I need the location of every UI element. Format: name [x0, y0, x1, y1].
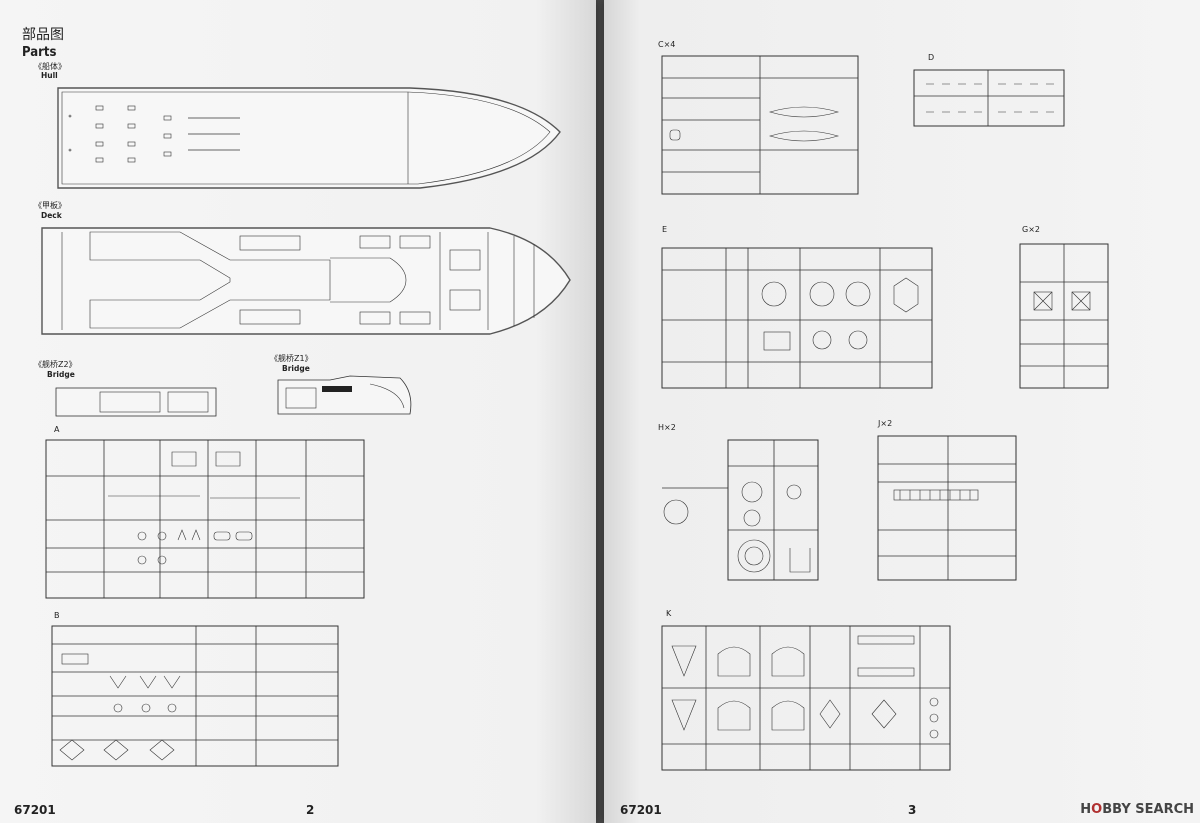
sprue-j-frame [877, 435, 1017, 581]
sprue-d-label: D [928, 53, 935, 62]
sprue-a-label: A [54, 425, 60, 434]
right-page: C×4 D E G×2 [604, 0, 1200, 823]
bridge-drawing [55, 375, 412, 417]
left-page-number: 2 [306, 803, 315, 817]
hobby-search-watermark: HOBBY SEARCH [1080, 802, 1194, 817]
watermark-lead: H [1080, 802, 1092, 817]
right-page-number: 3 [908, 803, 917, 817]
sprue-g-frame [1019, 243, 1109, 389]
deck-label-en: Deck [41, 211, 62, 220]
sprue-h-frame [662, 439, 819, 581]
sprue-a-frame [45, 439, 365, 599]
sprue-h-label: H×2 [658, 423, 676, 432]
sprue-g-label: G×2 [1022, 225, 1040, 234]
left-footer-code: 67201 [14, 803, 56, 817]
bridge-z1-label-en: Bridge [282, 364, 310, 373]
hull-label-en: Hull [41, 71, 58, 80]
deck-label-cn: 《甲板》 [34, 201, 66, 210]
watermark-tail: BBY SEARCH [1102, 802, 1194, 817]
sprue-k-label: K [666, 609, 672, 618]
parts-title-cn: 部品图 [22, 27, 64, 43]
watermark-mark: O [1091, 802, 1103, 817]
deck-drawing [41, 227, 571, 335]
sprue-c-frame [661, 55, 859, 195]
sprue-c-label: C×4 [658, 40, 676, 49]
bridge-z2-label-en: Bridge [47, 370, 75, 379]
bridge-z1-label-cn: 《舰桥Z1》 [270, 354, 313, 363]
parts-title-en: Parts [22, 45, 57, 60]
sprue-k-frame [661, 625, 951, 771]
bridge-z2-label-cn: 《舰桥Z2》 [34, 360, 77, 369]
sprue-b-frame [51, 625, 339, 767]
sprue-d-frame [913, 69, 1065, 127]
sprue-j-label: J×2 [878, 419, 893, 428]
sprue-b-label: B [54, 611, 60, 620]
hull-drawing [57, 87, 561, 189]
sprue-e-label: E [662, 225, 668, 234]
sprue-e-frame [661, 247, 933, 389]
hull-label-cn: 《船体》 [34, 62, 66, 71]
left-page: 部品图 Parts 《船体》 Hull 《甲板》 Deck 《舰桥Z2》 [0, 0, 596, 823]
right-footer-code: 67201 [620, 803, 662, 817]
